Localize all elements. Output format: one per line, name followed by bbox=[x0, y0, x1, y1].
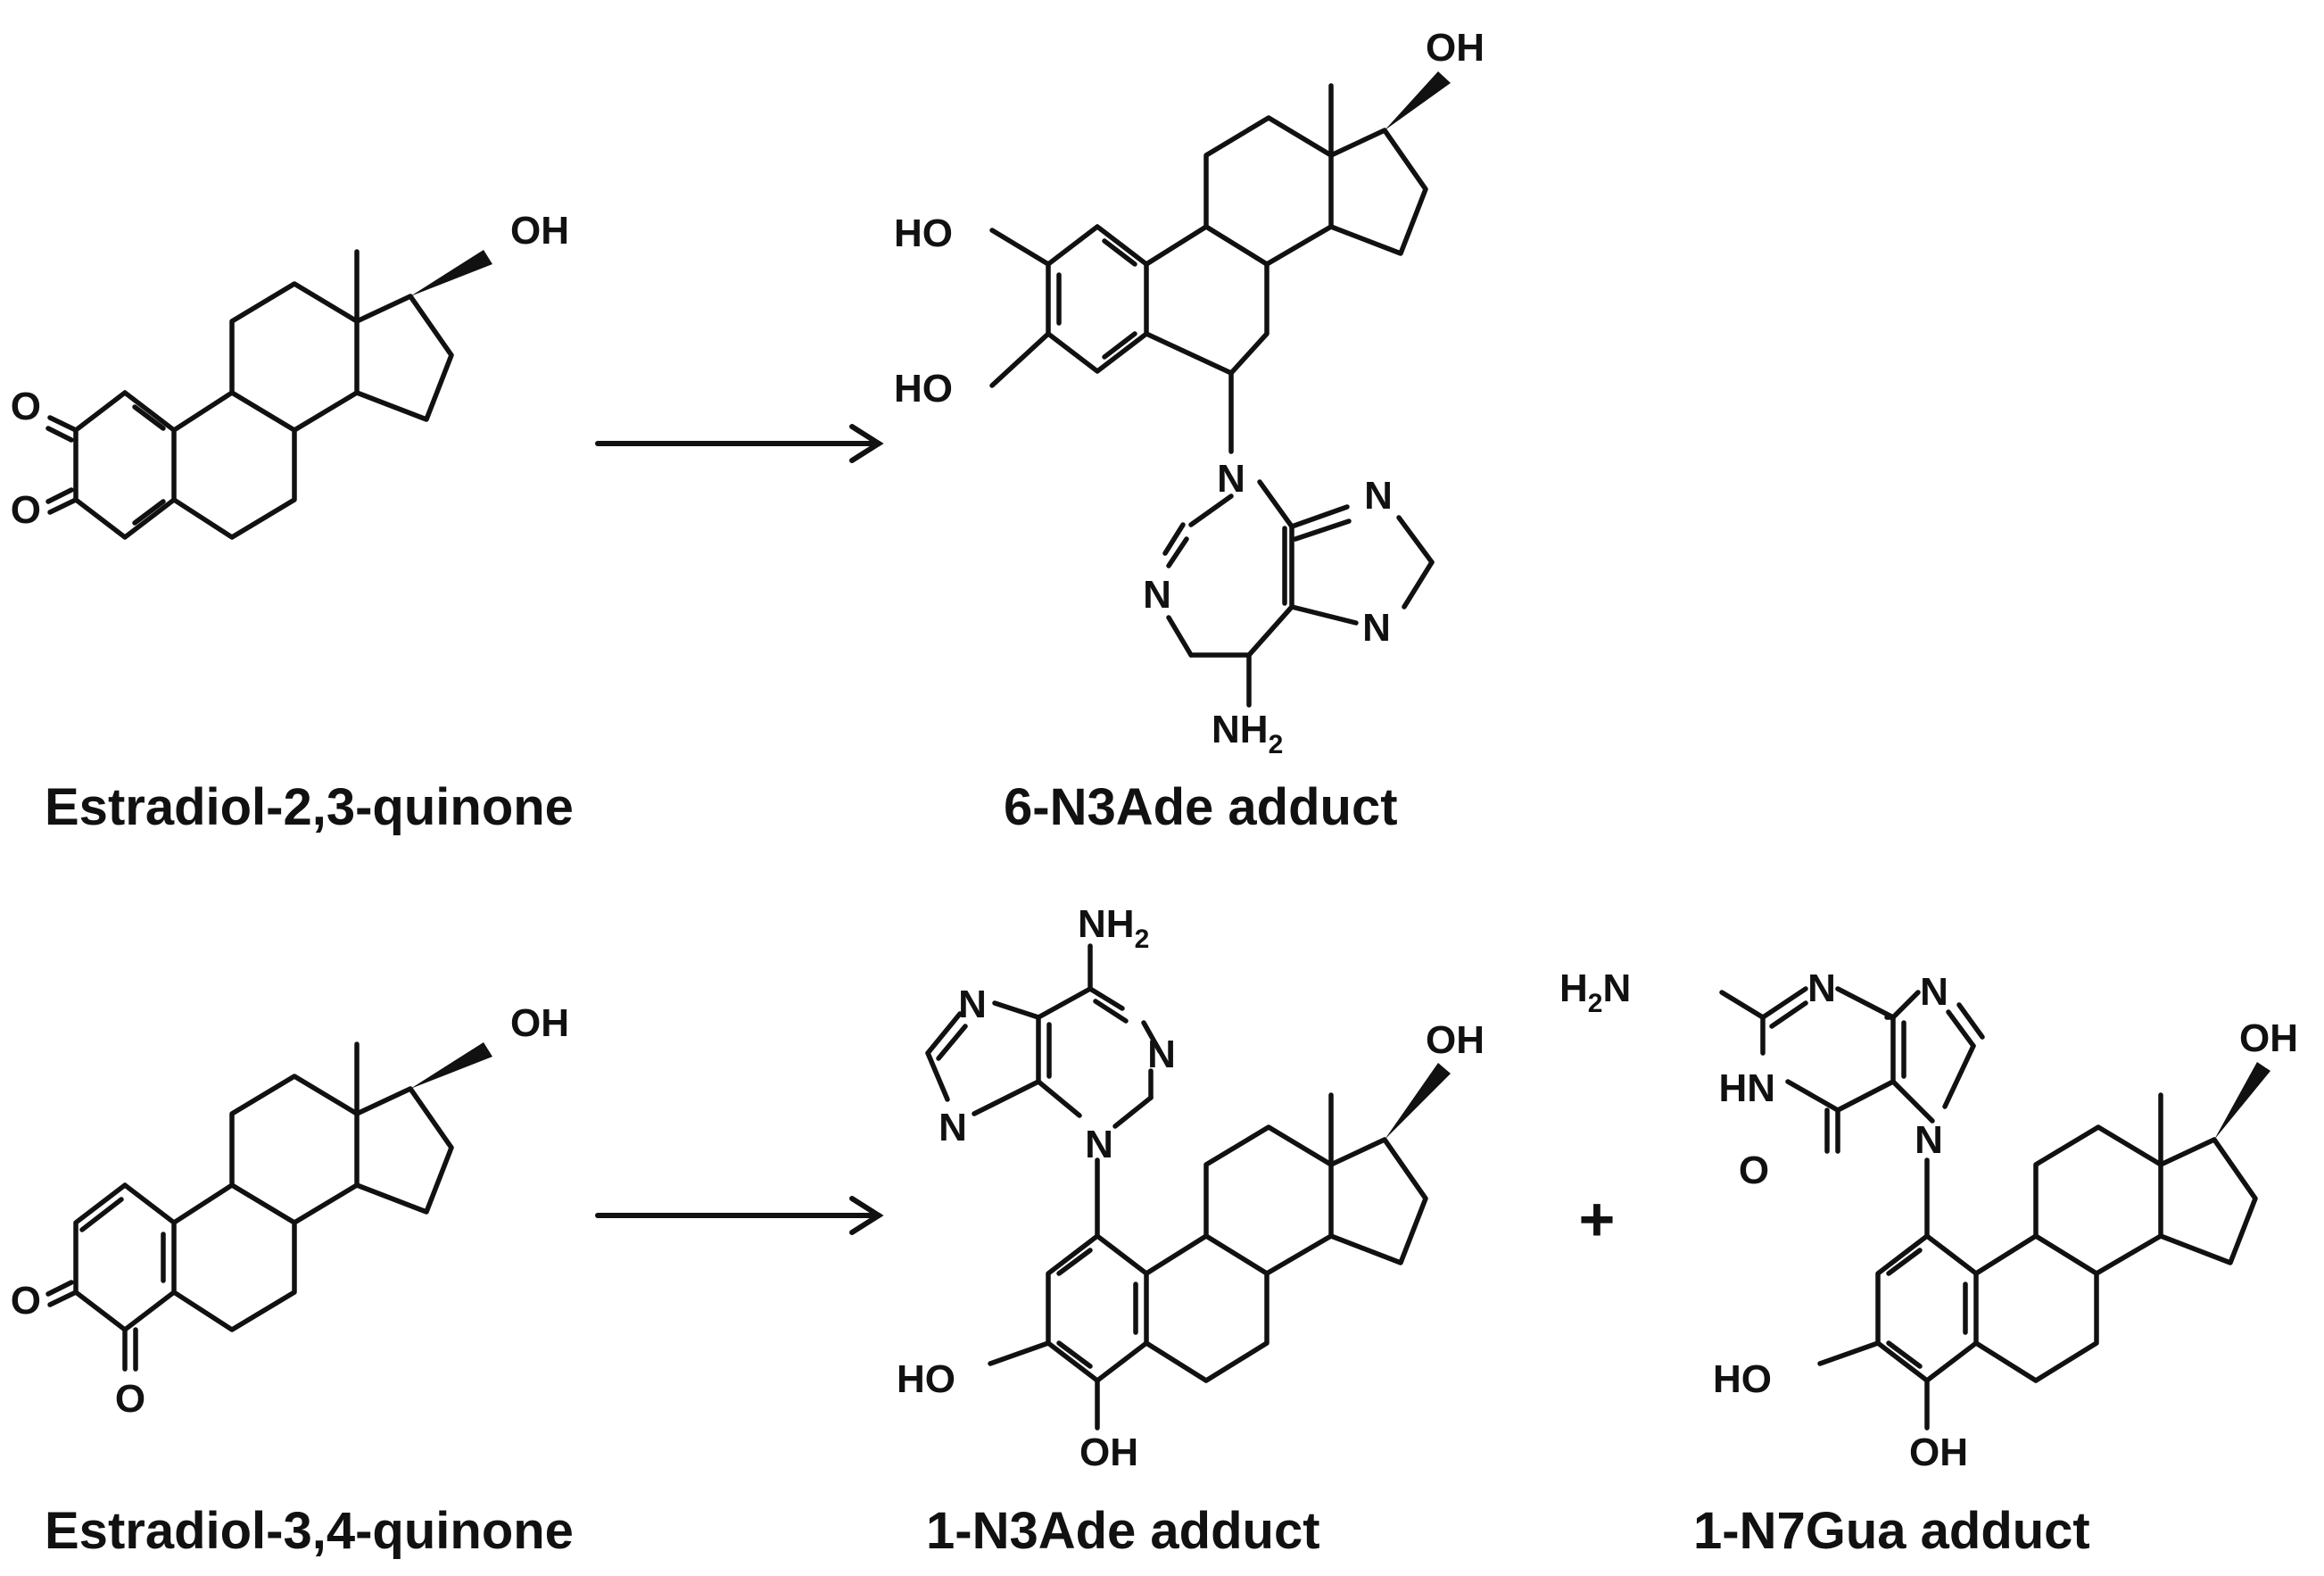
atom-nh2: NH2 bbox=[1212, 708, 1283, 759]
atom-hn-1: HN bbox=[1718, 1066, 1775, 1110]
atom-n3: N bbox=[1085, 1123, 1113, 1166]
estradiol-3-4-quinone-structure bbox=[45, 1041, 492, 1372]
atom-o-6: O bbox=[1739, 1149, 1769, 1192]
atom-h2n: H2N bbox=[1559, 966, 1631, 1018]
atom-n9: N bbox=[1362, 606, 1391, 650]
atom-ho-3: HO bbox=[894, 367, 953, 411]
atom-n3: N bbox=[1217, 457, 1245, 501]
atom-o-2: O bbox=[11, 385, 41, 428]
atom-oh-17: OH bbox=[1426, 26, 1485, 70]
atom-ho-3: HO bbox=[1713, 1357, 1772, 1401]
1-n3ade-adduct-structure bbox=[925, 943, 1451, 1431]
reaction-arrow-top bbox=[595, 424, 884, 463]
atom-oh-17: OH bbox=[510, 209, 569, 253]
atom-n3: N bbox=[1807, 966, 1836, 1010]
atom-n7: N bbox=[958, 983, 987, 1026]
atom-n9: N bbox=[939, 1106, 967, 1149]
atom-o-3: O bbox=[11, 488, 41, 532]
atom-n7: N bbox=[1364, 474, 1393, 518]
atom-oh-4: OH bbox=[1079, 1431, 1138, 1474]
atom-n7: N bbox=[1915, 1118, 1943, 1162]
atom-n1: N bbox=[1143, 573, 1171, 617]
atom-oh-17: OH bbox=[1426, 1018, 1485, 1062]
estradiol-2-3-quinone-structure bbox=[45, 249, 492, 540]
atom-o-3: O bbox=[11, 1279, 41, 1323]
atom-ho-2: HO bbox=[894, 212, 953, 255]
caption-1-n3ade-adduct: 1-N3Ade adduct bbox=[926, 1502, 1320, 1560]
plus-sign: + bbox=[1579, 1184, 1616, 1254]
1-n7gua-adduct-structure bbox=[1719, 986, 2270, 1431]
caption-6-n3ade-adduct: 6-N3Ade adduct bbox=[1004, 778, 1398, 836]
caption-estradiol-2-3-quinone: Estradiol-2,3-quinone bbox=[45, 778, 574, 836]
atom-oh-17: OH bbox=[510, 1001, 569, 1045]
atom-oh-4: OH bbox=[1909, 1431, 1968, 1474]
6-n3ade-adduct-structure bbox=[989, 71, 1451, 708]
atom-n1: N bbox=[1147, 1033, 1176, 1076]
reaction-arrow-bottom bbox=[595, 1196, 884, 1235]
atom-oh-17: OH bbox=[2239, 1016, 2298, 1060]
caption-estradiol-3-4-quinone: Estradiol-3,4-quinone bbox=[45, 1502, 574, 1560]
atom-o-4: O bbox=[115, 1377, 145, 1421]
atom-n9: N bbox=[1920, 970, 1948, 1014]
atom-ho-3: HO bbox=[897, 1357, 955, 1401]
caption-1-n7gua-adduct: 1-N7Gua adduct bbox=[1693, 1502, 2090, 1560]
atom-nh2: NH2 bbox=[1078, 902, 1149, 954]
